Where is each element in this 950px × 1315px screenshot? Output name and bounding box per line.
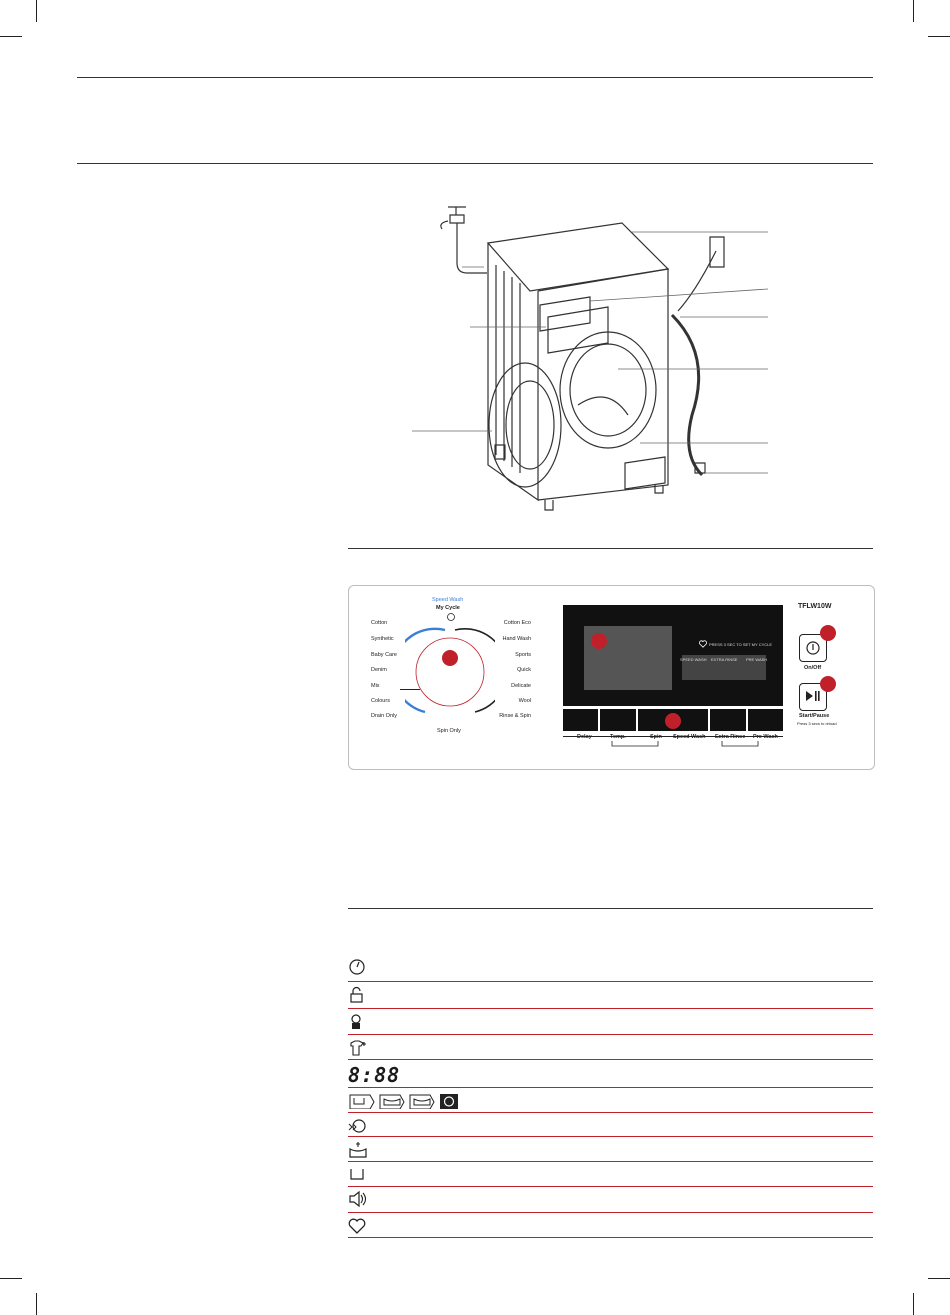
label-spin: Spin	[650, 734, 662, 740]
label-pre-wash: Pre Wash	[753, 734, 778, 740]
icon-row-divider	[348, 1112, 873, 1113]
crop-mark	[913, 0, 914, 22]
start-pause-label: Start/Pause	[799, 713, 830, 719]
dial-leader-left	[400, 689, 420, 690]
program-denim[interactable]: Denim	[371, 667, 387, 673]
icon-row-divider	[348, 981, 873, 982]
pre-wash-button[interactable]	[747, 709, 783, 731]
crop-mark	[0, 1278, 22, 1279]
crop-mark	[36, 1293, 37, 1315]
icon-row-divider	[348, 1186, 873, 1187]
on-off-button[interactable]	[799, 634, 827, 662]
my-cycle-icon	[447, 613, 455, 621]
program-rinse-spin[interactable]: Rinse & Spin	[499, 713, 531, 719]
screen-heart-icon	[699, 640, 707, 648]
timer-icon	[349, 959, 365, 975]
program-sports[interactable]: Sports	[515, 652, 531, 658]
child-lock-icon	[351, 1014, 361, 1029]
button-label-rule	[563, 736, 783, 737]
label-speed-wash: Speed Wash	[673, 734, 706, 740]
program-colours[interactable]: Colours	[371, 698, 390, 704]
start-pause-sublabel: Press 3 secs to reload	[797, 721, 837, 726]
section-rule-icons	[348, 908, 873, 909]
crop-mark	[913, 1293, 914, 1315]
model-label: TFLW10W	[798, 603, 832, 610]
temp-button[interactable]	[600, 709, 636, 731]
extra-rinse-button[interactable]	[710, 709, 746, 731]
program-dial[interactable]	[405, 622, 495, 722]
screen-option-pre-wash: PRE WASH	[746, 657, 768, 662]
screen-option-extra-rinse: EXTRA RINSE	[711, 657, 738, 662]
icon-row-divider	[348, 1161, 873, 1162]
program-cotton-eco[interactable]: Cotton Eco	[503, 620, 531, 626]
speed-wash-icon	[348, 1119, 366, 1133]
icon-row-divider	[348, 1237, 873, 1238]
icon-row-divider	[348, 1087, 873, 1088]
icon-row-divider	[348, 1212, 873, 1213]
label-extra-rinse: Extra Rinse	[715, 734, 746, 740]
lock-icon	[350, 986, 363, 1003]
crop-mark	[36, 0, 37, 22]
program-spin-only[interactable]: Spin Only	[437, 728, 461, 734]
program-drain-only[interactable]: Drain Only	[371, 713, 397, 719]
speed-wash-top-label: Speed Wash	[432, 597, 464, 603]
pre-wash-icon	[350, 1169, 364, 1180]
icon-row-divider	[348, 1136, 873, 1137]
program-baby-care[interactable]: Baby Care	[371, 652, 397, 658]
screen-notice: PRESS 3 SEC TO SET MY CYCLE	[709, 642, 773, 647]
section-rule-panel	[348, 548, 873, 549]
callout-number	[820, 676, 836, 692]
start-pause-button[interactable]	[799, 683, 827, 711]
program-quick[interactable]: Quick	[516, 667, 531, 673]
play-pause-icon	[806, 691, 820, 701]
sound-icon	[349, 1190, 367, 1208]
crop-mark	[0, 36, 22, 37]
my-cycle-heart-icon	[348, 1218, 366, 1234]
add-garment-icon	[350, 1040, 366, 1056]
extra-rinse-icon	[349, 1142, 367, 1158]
program-hand-wash[interactable]: Hand Wash	[502, 636, 531, 642]
label-temp: Temp.	[610, 734, 626, 740]
callout-number	[591, 633, 607, 649]
combo-key-sound-icon	[611, 741, 659, 747]
digit-display-icon: 8:88	[348, 1063, 401, 1087]
crop-mark	[928, 36, 950, 37]
icon-row-divider	[348, 1059, 873, 1060]
header-rule-top	[77, 77, 873, 78]
my-cycle-label: My Cycle	[436, 605, 460, 611]
program-cotton[interactable]: Cotton	[371, 620, 388, 626]
washing-machine-illustration	[412, 206, 769, 511]
header-rule-bottom	[77, 163, 873, 164]
program-wool[interactable]: Wool	[518, 698, 531, 704]
screen-options-box	[682, 655, 766, 680]
combo-key-lock-icon	[721, 741, 759, 747]
label-delay: Delay	[577, 734, 592, 740]
icon-row-divider	[348, 1034, 873, 1035]
on-off-label: On/Off	[804, 665, 822, 671]
screen-option-speed-wash: SPEED WASH	[680, 657, 707, 662]
callout-number	[820, 625, 836, 641]
callout-number	[665, 713, 681, 729]
program-mix[interactable]: Mix	[371, 683, 380, 689]
icon-row-divider	[348, 1008, 873, 1009]
delay-button[interactable]	[563, 709, 599, 731]
program-synthetic[interactable]: Synthetic	[371, 636, 394, 642]
wash-stage-icons	[349, 1094, 458, 1109]
power-icon	[806, 641, 820, 655]
crop-mark	[928, 1278, 950, 1279]
program-delicate[interactable]: Delicate	[511, 683, 531, 689]
